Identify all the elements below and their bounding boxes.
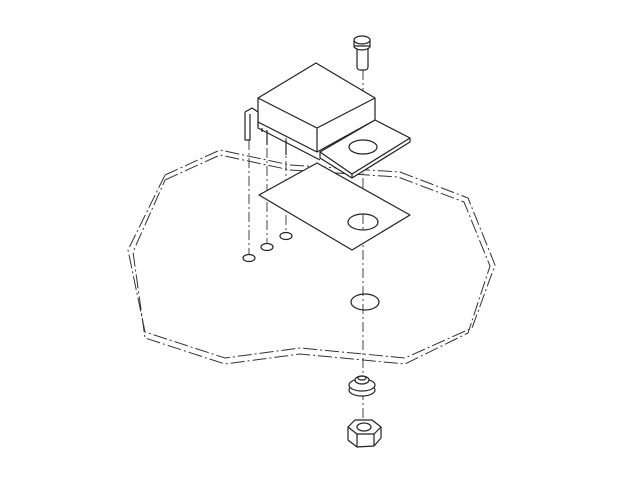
screw [353, 35, 371, 71]
pin-hole [260, 242, 274, 252]
bracket-pin [244, 107, 259, 141]
washer [348, 375, 376, 397]
hex-nut [347, 419, 382, 448]
insulator-plate [258, 162, 411, 251]
tab-hole [348, 139, 378, 155]
chassis-panel [127, 149, 496, 365]
pin-hole [279, 231, 293, 241]
component-body [244, 62, 411, 179]
chassis-hole [350, 293, 380, 311]
pin-hole [242, 253, 256, 263]
